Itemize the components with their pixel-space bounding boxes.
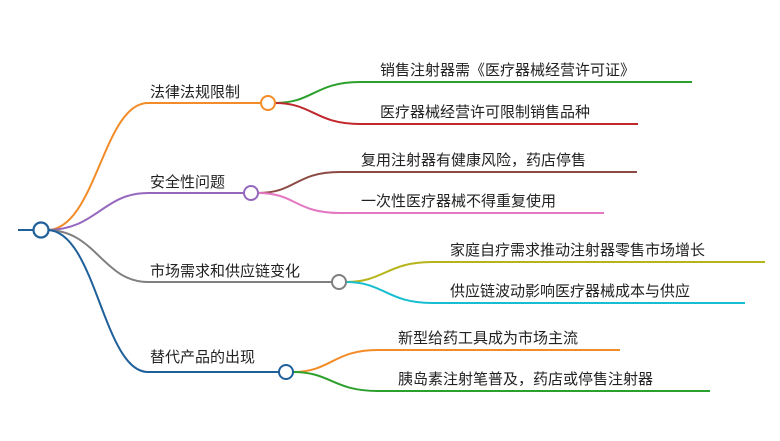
- branch-connector: [46, 192, 149, 231]
- child-label: 复用注射器有健康风险，药店停售: [361, 151, 586, 169]
- branch-node[interactable]: [331, 274, 347, 290]
- child-label: 供应链波动影响医疗器械成本与供应: [450, 282, 690, 300]
- child-label: 销售注射器需《医疗器械经营许可证》: [380, 61, 635, 79]
- child-label: 新型给药工具成为市场主流: [398, 329, 578, 347]
- branch-connector: [46, 102, 149, 231]
- child-label: 一次性医疗器械不得重复使用: [361, 192, 556, 210]
- child-connector: [292, 371, 379, 392]
- child-connector: [292, 349, 379, 373]
- branch-connector: [46, 229, 149, 373]
- child-label: 医疗器械经营许可限制销售品种: [380, 103, 590, 121]
- root-node[interactable]: [32, 221, 50, 239]
- child-connector: [345, 281, 433, 304]
- branch-node[interactable]: [260, 95, 276, 111]
- branch-node[interactable]: [278, 364, 294, 380]
- branch-connector: [46, 229, 149, 283]
- branch-label: 替代产品的出现: [150, 348, 255, 366]
- branch-label: 安全性问题: [150, 173, 225, 191]
- child-connector: [274, 81, 361, 104]
- child-label: 家庭自疗需求推动注射器零售市场增长: [450, 241, 705, 259]
- child-connector: [274, 102, 361, 125]
- child-connector: [257, 192, 341, 214]
- child-connector: [345, 261, 433, 283]
- branch-label: 法律法规限制: [150, 83, 240, 101]
- child-connector: [257, 171, 341, 194]
- branch-node[interactable]: [243, 185, 259, 201]
- branch-label: 市场需求和供应链变化: [150, 262, 300, 280]
- child-label: 胰岛素注射笔普及，药店或停售注射器: [398, 370, 653, 388]
